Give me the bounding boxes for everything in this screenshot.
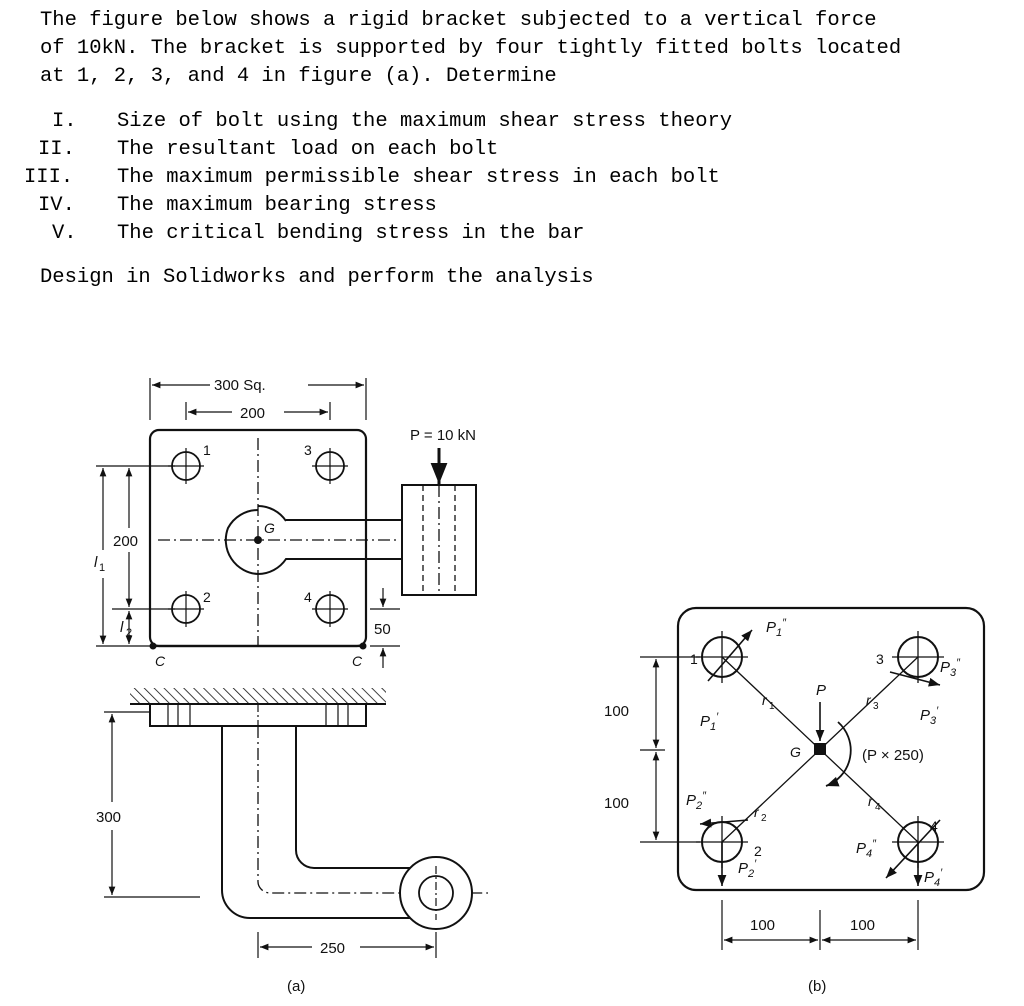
wall-hatch <box>130 688 386 704</box>
dim-250: 250 <box>320 940 345 957</box>
item-number-4: IV. <box>38 194 75 217</box>
p2-secondary: P2″ <box>686 790 707 812</box>
r2-sub: 2 <box>761 813 767 824</box>
r4-label: r <box>868 793 874 809</box>
item-number-2: II. <box>38 138 75 161</box>
moment-label: (P × 250) <box>862 747 924 764</box>
dim-100-upper: 100 <box>604 703 629 720</box>
bolt-4-label: 4 <box>304 589 312 605</box>
item-text-3: The maximum permissible shear stress in … <box>117 166 720 189</box>
dim-100-left: 100 <box>750 917 775 934</box>
side-arm-outer <box>221 726 412 919</box>
r3-sub: 3 <box>873 701 879 712</box>
item-number-3: III. <box>24 166 74 189</box>
dim-l2: l <box>120 619 124 636</box>
item-text-2: The resultant load on each bolt <box>117 138 499 161</box>
dim-100-right: 100 <box>850 917 875 934</box>
r1-label: r <box>762 692 768 708</box>
r2-label: r <box>754 804 760 820</box>
bolt-1-label: 1 <box>203 442 211 458</box>
bracket-arm <box>224 505 402 576</box>
item-number-1: I. <box>52 110 77 133</box>
dim-100-lower: 100 <box>604 795 629 812</box>
figure-a-caption: (a) <box>287 978 305 995</box>
dim-300-side: 300 <box>96 809 121 826</box>
load-label: P = 10 kN <box>410 427 476 444</box>
pivot-label-left: C <box>155 653 166 669</box>
r3-label: r <box>866 692 872 708</box>
load-label-b: P <box>816 682 826 699</box>
p3-primary: P3′ <box>920 705 939 727</box>
bolt-b-3 <box>892 631 944 683</box>
bolt-4 <box>312 591 348 627</box>
item-text-5: The critical bending stress in the bar <box>117 222 585 245</box>
pivot-label-right: C <box>352 653 363 669</box>
p1-primary: P1′ <box>700 711 719 733</box>
centroid-b <box>814 743 826 755</box>
p2-primary: P2′ <box>738 858 757 880</box>
bolt-b-3-label: 3 <box>876 651 884 667</box>
bolt-3-label: 3 <box>304 442 312 458</box>
dim-l2-sub: 2 <box>126 627 132 639</box>
dim-50: 50 <box>374 621 391 638</box>
figure-b: P G (P × 250) 1 2 3 4 r 1 r 2 r 3 r 4 P1… <box>604 606 986 995</box>
centroid-point <box>254 536 262 544</box>
dim-200-top: 200 <box>240 405 265 422</box>
question-text: The figure below shows a rigid bracket s… <box>0 0 1024 300</box>
item-text-4: The maximum bearing stress <box>117 194 437 217</box>
bolt-2-label: 2 <box>203 589 211 605</box>
bolt-b-1-label: 1 <box>690 651 698 667</box>
question-line-3: at 1, 2, 3, and 4 in figure (a). Determi… <box>40 65 557 88</box>
r4-sub: 4 <box>875 802 881 813</box>
bolt-b-1 <box>696 631 748 683</box>
item-text-1: Size of bolt using the maximum shear str… <box>117 110 733 133</box>
bolt-3 <box>312 448 348 484</box>
question-line-2: of 10kN. The bracket is supported by fou… <box>40 37 902 60</box>
figure-b-caption: (b) <box>808 978 826 995</box>
question-footer: Design in Solidworks and perform the ana… <box>40 266 594 289</box>
side-arm-inner <box>295 726 412 869</box>
bolt-b-4-label: 4 <box>930 818 938 834</box>
moment-arc <box>825 721 852 787</box>
p4-secondary: P4″ <box>856 838 877 860</box>
item-number-5: V. <box>52 222 77 245</box>
figure-a: G P = 10 kN 1 2 3 <box>94 377 488 995</box>
centroid-label-b: G <box>790 744 801 760</box>
dim-300-sq: 300 Sq. <box>214 377 266 394</box>
p1-secondary: P1″ <box>766 617 787 639</box>
plate-b <box>676 606 986 892</box>
dim-l1: l <box>94 554 98 571</box>
p4-primary: P4′ <box>924 867 943 889</box>
question-line-1: The figure below shows a rigid bracket s… <box>40 9 877 32</box>
centroid-label: G <box>264 520 275 536</box>
dim-200-left: 200 <box>113 533 138 550</box>
p3-secondary: P3″ <box>940 657 961 679</box>
dim-l1-sub: 1 <box>99 562 105 574</box>
bolt-b-2-label: 2 <box>754 843 762 859</box>
r1-sub: 1 <box>769 701 775 712</box>
